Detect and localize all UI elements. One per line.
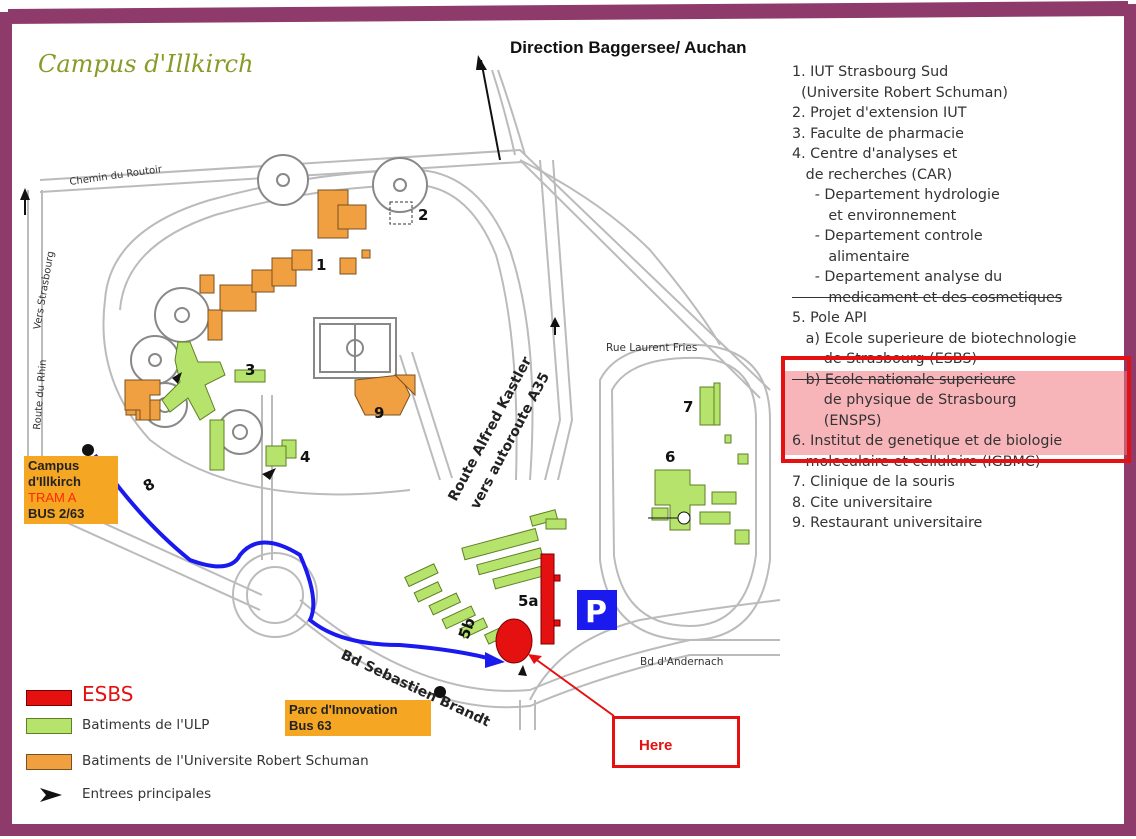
ulp-buildings <box>161 341 750 645</box>
legend-item: 3. Faculte de pharmacie <box>792 125 964 142</box>
legend-item: alimentaire <box>792 248 910 265</box>
legend-item: (ENSPS) <box>792 412 882 429</box>
parking-label: P <box>585 595 607 630</box>
road-label-route-du-rhin: Route du Rhin <box>32 359 49 430</box>
parc-innovation-stop-label: Parc d'Innovation Bus 63 <box>285 700 431 736</box>
legend-item: de physique de Strasbourg <box>792 392 1017 408</box>
building-number-7: 7 <box>683 398 693 416</box>
esbs-swatch <box>26 690 72 706</box>
building-number-1: 1 <box>316 256 326 274</box>
building-number-6: 6 <box>665 448 675 466</box>
legend-urs-label: Batiments de l'Universite Robert Schuman <box>82 753 369 769</box>
building-number-3: 3 <box>245 361 255 379</box>
legend-item: 4. Centre d'analyses et <box>792 146 958 162</box>
legend-item: medicament et des cosmetiques <box>792 289 1063 306</box>
walking-route <box>93 453 496 662</box>
road-label-bd-andernach: Bd d'Andernach <box>640 656 723 668</box>
legend-item: de recherches (CAR) <box>792 166 953 183</box>
legend-entrances-label: Entrees principales <box>82 786 212 802</box>
ulp-swatch <box>26 718 72 734</box>
direction-label: Direction Baggersee/ Auchan <box>510 38 747 57</box>
legend-item: 2. Projet d'extension IUT <box>792 105 967 121</box>
legend-item: 8. Cite universitaire <box>792 494 933 511</box>
stop-label-tram: TRAM A <box>28 490 77 505</box>
building-number-2: 2 <box>418 206 428 224</box>
legend-item: 5. Pole API <box>792 310 867 326</box>
stadium <box>313 317 397 379</box>
legend-item: et environnement <box>792 207 957 224</box>
legend-item: 9. Restaurant universitaire <box>792 515 983 531</box>
legend-highlight-box <box>781 356 1131 463</box>
map-title: Campus d'Illkirch <box>38 50 254 78</box>
building-number-4: 4 <box>300 448 310 466</box>
stop-label-bus: BUS 2/63 <box>28 506 85 521</box>
esbs-buildings <box>495 553 561 664</box>
urs-buildings <box>124 189 416 421</box>
legend-item: 6. Institut de genetique et de biologie <box>792 433 1063 449</box>
building-number-9: 9 <box>374 404 384 422</box>
legend-item: - Departement analyse du <box>792 269 1003 285</box>
building-legend: 1. IUT Strasbourg Sud (Universite Robert… <box>792 62 1076 534</box>
parking-sign <box>577 590 617 630</box>
building-number-8: 8 <box>140 475 158 496</box>
legend-item: a) Ecole superieure de biotechnologie <box>792 330 1077 347</box>
legend-ulp-label: Batiments de l'ULP <box>82 717 210 733</box>
legend-item: - Departement hydrologie <box>792 187 1000 203</box>
here-callout: Here <box>612 716 740 768</box>
road-label-rue-laurent-fries: Rue Laurent Fries <box>606 342 697 354</box>
legend-item: (Universite Robert Schuman) <box>792 84 1008 101</box>
campus-illkirch-stop-label: Campus d'Illkirch TRAM A BUS 2/63 <box>24 456 118 524</box>
stop-label-line: Campus <box>28 458 80 473</box>
stop-label-line: Parc d'Innovation <box>289 702 398 717</box>
stop-label-bus: Bus 63 <box>289 718 332 733</box>
legend-highlight-fill <box>785 371 1127 455</box>
legend-item: 7. Clinique de la souris <box>792 474 955 490</box>
legend-item: b) Ecole nationale superieure <box>792 371 1016 388</box>
road-label-vers-strasbourg: Vers Strasbourg <box>32 250 57 330</box>
legend-item: 1. IUT Strasbourg Sud <box>792 64 949 80</box>
legend-item: - Departement controle <box>792 228 983 244</box>
legend-esbs-label: ESBS <box>82 682 134 706</box>
building-number-5a: 5a <box>518 592 539 610</box>
urs-swatch <box>26 754 72 770</box>
stop-label-line: d'Illkirch <box>28 474 81 489</box>
entrance-arrow-icon <box>40 788 62 802</box>
